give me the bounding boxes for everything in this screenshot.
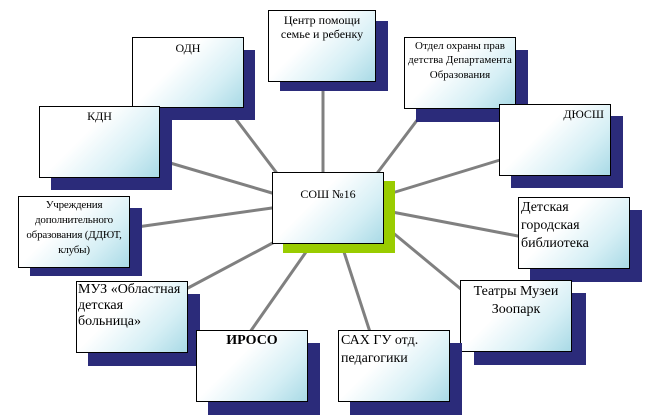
node-label: Отдел охраны прав детства Департамента О…: [408, 40, 512, 81]
connector-child-rights: [370, 109, 426, 182]
connector-library: [390, 210, 520, 238]
connector-iroso: [248, 250, 308, 334]
node-label: КДН: [87, 109, 112, 123]
connector-theatres: [390, 230, 464, 292]
connector-sah: [342, 250, 372, 334]
center-label: СОШ №16: [300, 187, 356, 201]
node-label: Детская городская библиотека: [521, 200, 589, 252]
node-label: Учреждения дополнительного образования (…: [26, 199, 122, 256]
connector-additional-edu: [128, 206, 274, 230]
node-label: САХ ГУ отд. педагогики: [341, 333, 419, 367]
node-label: МУЗ «Областная детская больница»: [78, 282, 181, 330]
node-label: ОДН: [175, 41, 201, 55]
node-label: ДЮСШ: [563, 107, 604, 121]
node-label: ИРОСО: [226, 333, 278, 348]
connector-dyussh: [390, 158, 502, 195]
connector-kdn: [158, 158, 274, 195]
connector-muz: [186, 236, 284, 290]
node-label: Театры Музеи Зоопарк: [473, 284, 559, 318]
node-label: Центр помощи семье и ребенку: [280, 13, 364, 42]
